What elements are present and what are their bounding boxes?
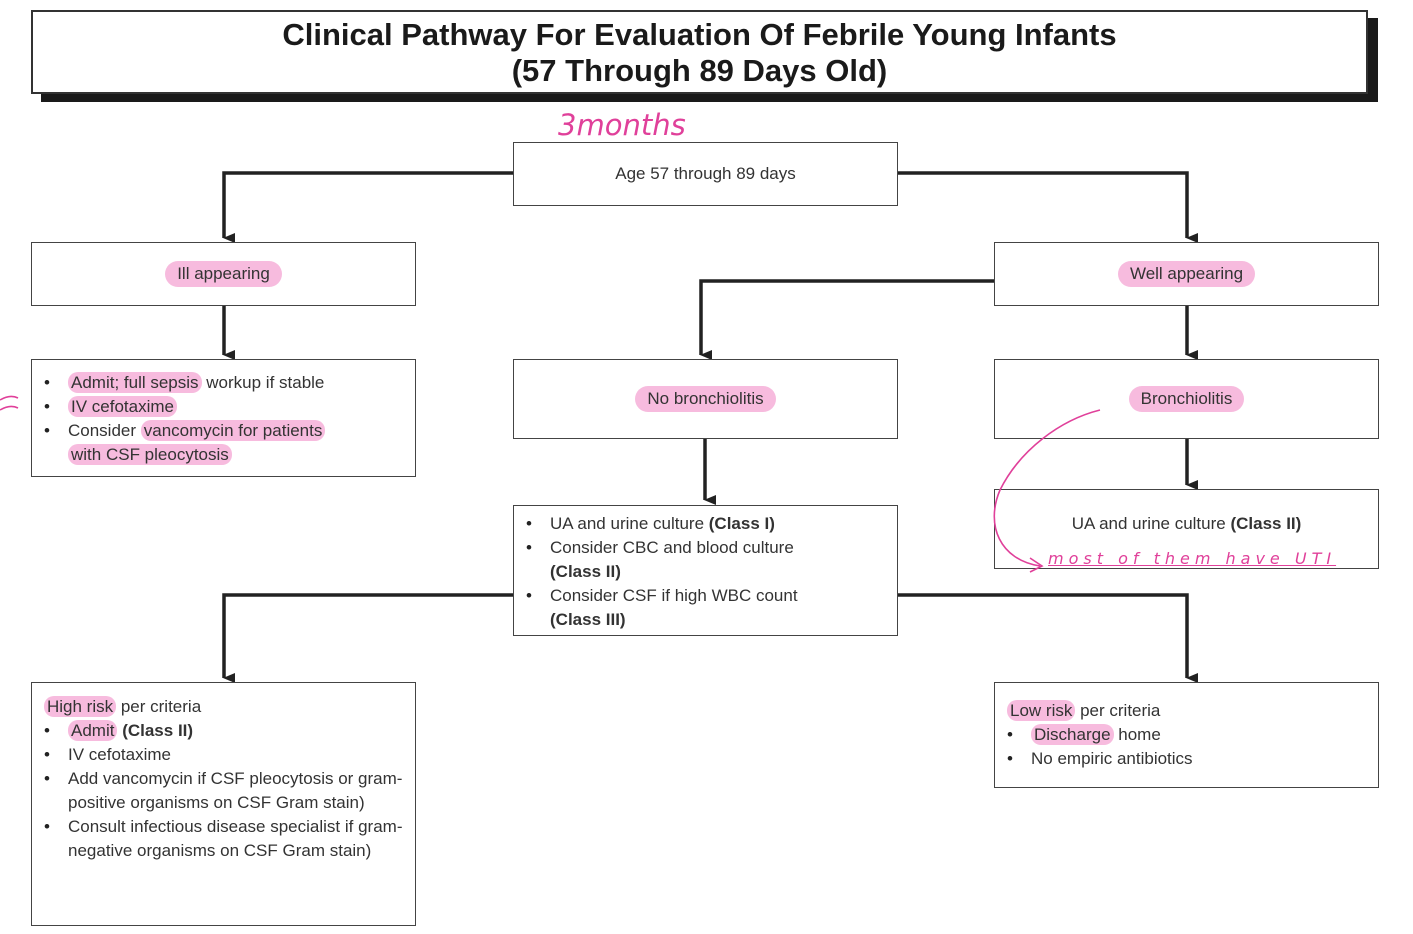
low-risk-node: Low risk per criteria Discharge home No … [994, 682, 1379, 788]
ill-appearing-node: Ill appearing [31, 242, 416, 306]
margin-mark [0, 395, 19, 411]
high-risk-consult: Consult infectious disease specialist if… [44, 815, 405, 863]
workup-ua: UA and urine culture (Class I) [526, 512, 897, 536]
handwritten-age-note: 3months [558, 108, 686, 142]
bronchiolitis-node: Bronchiolitis [994, 359, 1379, 439]
high-risk-admit: Admit (Class II) [44, 719, 405, 743]
arrow-well-to-no-bronch [699, 279, 995, 360]
low-risk-discharge: Discharge home [1007, 723, 1378, 747]
arrow-age-to-ill [222, 171, 513, 243]
page-subtitle: (57 Through 89 Days Old) [511, 53, 888, 88]
workup-csf: Consider CSF if high WBC count(Class III… [526, 584, 897, 632]
high-risk-vanco: Add vancomycin if CSF pleocytosis or gra… [44, 767, 405, 815]
well-appearing-label: Well appearing [1117, 261, 1256, 287]
low-risk-header: Low risk per criteria [1007, 699, 1378, 723]
arrow-age-to-well [897, 171, 1198, 243]
bronchiolitis-label: Bronchiolitis [1128, 386, 1245, 412]
handwritten-uti-note: most of them have UTI [1048, 549, 1337, 568]
low-risk-no-abx: No empiric antibiotics [1007, 747, 1378, 771]
arrow-workup-to-low [897, 593, 1198, 683]
high-risk-node: High risk per criteria Admit (Class II) … [31, 682, 416, 926]
well-appearing-node: Well appearing [994, 242, 1379, 306]
title-box: Clinical Pathway For Evaluation Of Febri… [31, 10, 1368, 94]
ill-actions-node: Admit; full sepsis workup if stable IV c… [31, 359, 416, 477]
high-risk-header: High risk per criteria [44, 695, 405, 719]
bronchiolitis-ua-label: UA and urine culture (Class II) [1071, 514, 1302, 533]
workup-cbc: Consider CBC and blood culture(Class II) [526, 536, 897, 584]
ill-action-iv: IV cefotaxime [44, 395, 415, 419]
page-title: Clinical Pathway For Evaluation Of Febri… [282, 17, 1117, 52]
no-bronchiolitis-label: No bronchiolitis [635, 386, 776, 412]
age-node-label: Age 57 through 89 days [615, 164, 796, 183]
age-node: Age 57 through 89 days [513, 142, 898, 206]
ill-appearing-label: Ill appearing [165, 261, 282, 287]
workup-node: UA and urine culture (Class I) Consider … [513, 505, 898, 636]
arrow-workup-to-high [222, 593, 513, 683]
ill-action-admit: Admit; full sepsis workup if stable [44, 371, 415, 395]
no-bronchiolitis-node: No bronchiolitis [513, 359, 898, 439]
high-risk-iv: IV cefotaxime [44, 743, 405, 767]
